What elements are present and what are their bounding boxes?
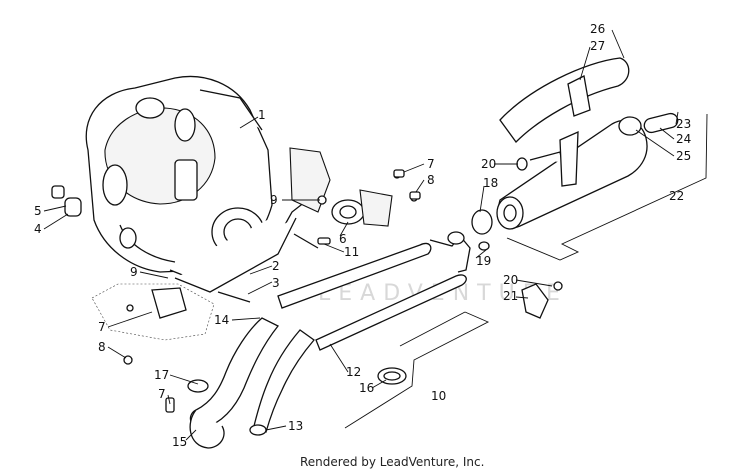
callout-26: 26 bbox=[590, 22, 605, 36]
callout-21: 21 bbox=[503, 289, 518, 303]
engine-assembly bbox=[85, 75, 273, 273]
callout-9-lower: 9 bbox=[130, 265, 138, 279]
group-brackets bbox=[344, 113, 708, 429]
mid-pipes bbox=[277, 231, 490, 351]
mount-bracket bbox=[169, 197, 319, 303]
callout-23: 23 bbox=[676, 117, 691, 131]
callout-1: 1 bbox=[258, 108, 266, 122]
callout-11: 11 bbox=[344, 245, 359, 259]
leader-lines bbox=[43, 29, 679, 441]
callout-7-upper: 7 bbox=[427, 157, 435, 171]
callout-9-upper: 9 bbox=[270, 193, 278, 207]
callout-14: 14 bbox=[214, 313, 229, 327]
head-pipes bbox=[165, 317, 315, 449]
callout-18: 18 bbox=[483, 176, 498, 190]
callout-8-left: 8 bbox=[98, 340, 106, 354]
exhaust-flange bbox=[289, 147, 418, 227]
callout-20-lower: 20 bbox=[503, 273, 518, 287]
callout-25: 25 bbox=[676, 149, 691, 163]
callout-7-left: 7 bbox=[98, 320, 106, 334]
callout-3: 3 bbox=[272, 276, 280, 290]
callout-6: 6 bbox=[339, 232, 347, 246]
callout-22: 22 bbox=[669, 189, 684, 203]
pipe-clamp bbox=[377, 367, 407, 385]
render-credit: Rendered by LeadVenture, Inc. bbox=[300, 455, 484, 469]
callout-17: 17 bbox=[154, 368, 169, 382]
callout-8-upper: 8 bbox=[427, 173, 435, 187]
callout-5: 5 bbox=[34, 204, 42, 218]
heat-shield-lower bbox=[91, 283, 215, 365]
callout-7-lower: 7 bbox=[158, 387, 166, 401]
callout-19: 19 bbox=[476, 254, 491, 268]
callout-13: 13 bbox=[288, 419, 303, 433]
muffler-heat-shield bbox=[499, 57, 630, 187]
spacer-parts-4-5 bbox=[51, 185, 82, 217]
callout-labels: 1 2 3 4 5 6 7 8 9 11 9 7 8 14 17 7 15 13… bbox=[34, 22, 691, 449]
callout-10: 10 bbox=[431, 389, 446, 403]
callout-12: 12 bbox=[346, 365, 361, 379]
callout-15: 15 bbox=[172, 435, 187, 449]
callout-20-upper: 20 bbox=[481, 157, 496, 171]
callout-4: 4 bbox=[34, 222, 42, 236]
callout-16: 16 bbox=[359, 381, 374, 395]
callout-27: 27 bbox=[590, 39, 605, 53]
callout-2: 2 bbox=[272, 259, 280, 273]
callout-24: 24 bbox=[676, 132, 691, 146]
